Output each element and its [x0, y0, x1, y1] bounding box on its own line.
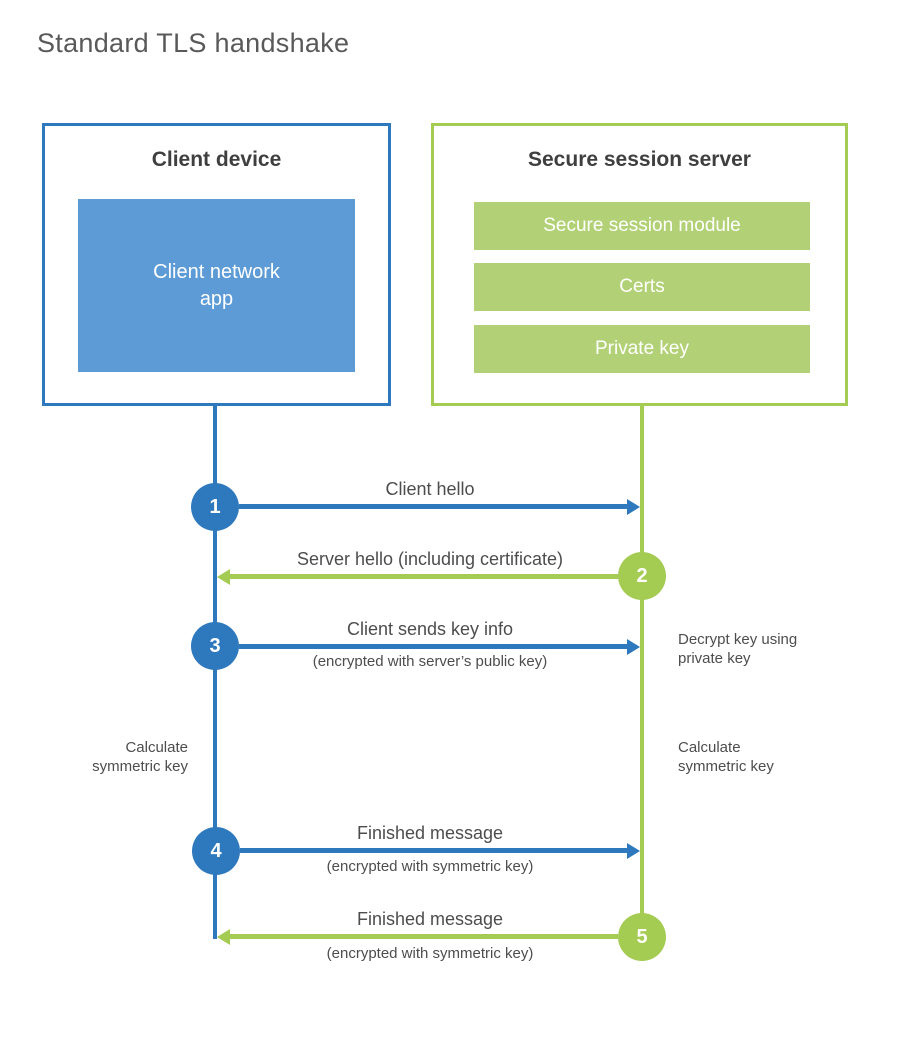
message-sublabel-finished-server: (encrypted with symmetric key) [326, 945, 534, 962]
message-label-finished-server: Finished message [356, 909, 504, 929]
page-title: Standard TLS handshake [37, 28, 350, 58]
server-bar-secure-session-module-label: Secure session module [543, 215, 741, 236]
step-number-4: 4 [210, 839, 222, 862]
note-calculate-symmetric-key-client: Calculate symmetric key [92, 739, 188, 775]
note-decrypt-key: Decrypt key using private key [678, 631, 798, 667]
client-network-app-box: Client network app [78, 199, 355, 372]
arrowhead-client-sends-key-info [627, 639, 640, 655]
server-bar-secure-session-module: Secure session module [474, 202, 810, 250]
step-circle-5: 5 [618, 913, 666, 961]
step-number-1: 1 [209, 495, 221, 518]
arrowhead-finished-message-client [627, 843, 640, 859]
arrowhead-client-hello [627, 499, 640, 515]
message-label-finished-client: Finished message [356, 823, 504, 843]
step-circle-4: 4 [192, 827, 240, 875]
arrow-client-sends-key-info [239, 644, 627, 649]
client-lifeline [213, 405, 217, 939]
message-label-server-hello: Server hello (including certificate) [296, 549, 564, 569]
arrow-server-hello [230, 574, 618, 579]
arrowhead-finished-message-server [217, 929, 230, 945]
secure-session-server-title: Secure session server [528, 148, 751, 171]
server-bar-certs: Certs [474, 263, 810, 311]
arrow-finished-message-server [230, 934, 618, 939]
step-circle-3: 3 [191, 622, 239, 670]
step-circle-1: 1 [191, 483, 239, 531]
message-label-client-sends-key-info: Client sends key info [346, 619, 514, 639]
server-lifeline [640, 405, 644, 937]
arrow-finished-message-client [240, 848, 627, 853]
server-bar-private-key: Private key [474, 325, 810, 373]
message-sublabel-finished-client: (encrypted with symmetric key) [326, 858, 534, 875]
step-number-5: 5 [636, 925, 648, 948]
server-bar-certs-label: Certs [619, 276, 665, 297]
message-sublabel-client-sends-key-info: (encrypted with server’s public key) [312, 653, 548, 670]
client-device-title: Client device [151, 148, 282, 171]
arrowhead-server-hello [217, 569, 230, 585]
message-label-client-hello: Client hello [385, 479, 475, 499]
client-network-app-label: Client network app [153, 260, 280, 310]
arrow-client-hello [239, 504, 627, 509]
step-circle-2: 2 [618, 552, 666, 600]
step-number-2: 2 [636, 564, 648, 587]
step-number-3: 3 [209, 634, 221, 657]
server-bar-private-key-label: Private key [595, 338, 689, 359]
note-calculate-symmetric-key-server: Calculate symmetric key [678, 739, 774, 775]
